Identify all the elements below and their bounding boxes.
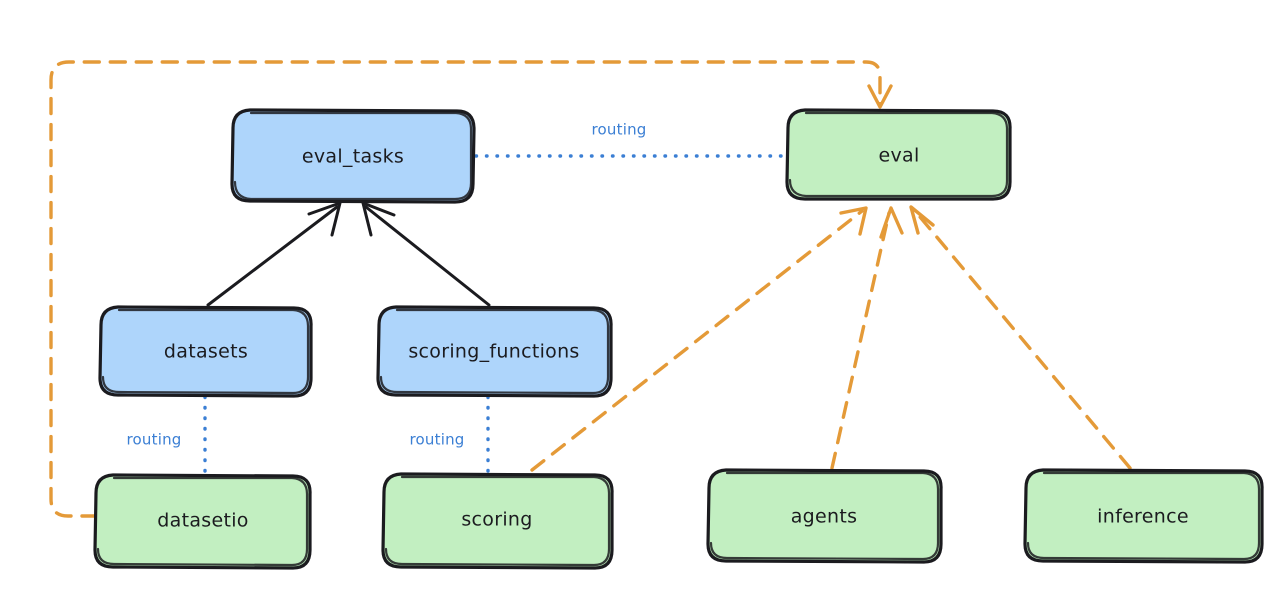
edge-scoring_functions-eval_tasks[interactable] bbox=[361, 201, 491, 307]
solid-edges-group bbox=[206, 201, 491, 307]
node-datasets[interactable]: datasets bbox=[98, 305, 313, 398]
edge-scoring-eval[interactable] bbox=[530, 206, 868, 472]
edge-label-routing-datasetio: routing bbox=[127, 431, 182, 449]
edge-agents-eval[interactable] bbox=[830, 206, 904, 470]
node-scoring[interactable]: scoring bbox=[381, 472, 614, 570]
node-label-scoring_functions: scoring_functions bbox=[408, 341, 579, 363]
node-datasetio[interactable]: datasetio bbox=[93, 473, 312, 570]
node-scoring_functions[interactable]: scoring_functions bbox=[376, 305, 613, 398]
edge-labels-group: routing routing routing bbox=[127, 121, 647, 449]
node-label-datasets: datasets bbox=[164, 341, 248, 363]
node-inference[interactable]: inference bbox=[1023, 468, 1264, 564]
node-eval_tasks[interactable]: eval_tasks bbox=[230, 108, 476, 204]
edge-label-routing-scoring: routing bbox=[410, 431, 465, 449]
dashed-edges-group bbox=[49, 60, 1132, 518]
node-label-eval: eval bbox=[878, 145, 919, 167]
node-label-eval_tasks: eval_tasks bbox=[302, 146, 404, 168]
edge-datasets-eval_tasks[interactable] bbox=[206, 201, 342, 307]
node-label-datasetio: datasetio bbox=[157, 510, 248, 532]
node-label-agents: agents bbox=[791, 506, 858, 528]
dotted-edges-group bbox=[203, 154, 787, 476]
node-agents[interactable]: agents bbox=[706, 468, 943, 564]
node-label-inference: inference bbox=[1097, 506, 1189, 528]
edge-datasetio-eval[interactable] bbox=[49, 60, 893, 518]
edge-label-routing-eval: routing bbox=[592, 121, 647, 139]
node-label-scoring: scoring bbox=[461, 509, 532, 531]
node-eval[interactable]: eval bbox=[785, 108, 1012, 201]
edge-inference-eval[interactable] bbox=[909, 205, 1132, 470]
